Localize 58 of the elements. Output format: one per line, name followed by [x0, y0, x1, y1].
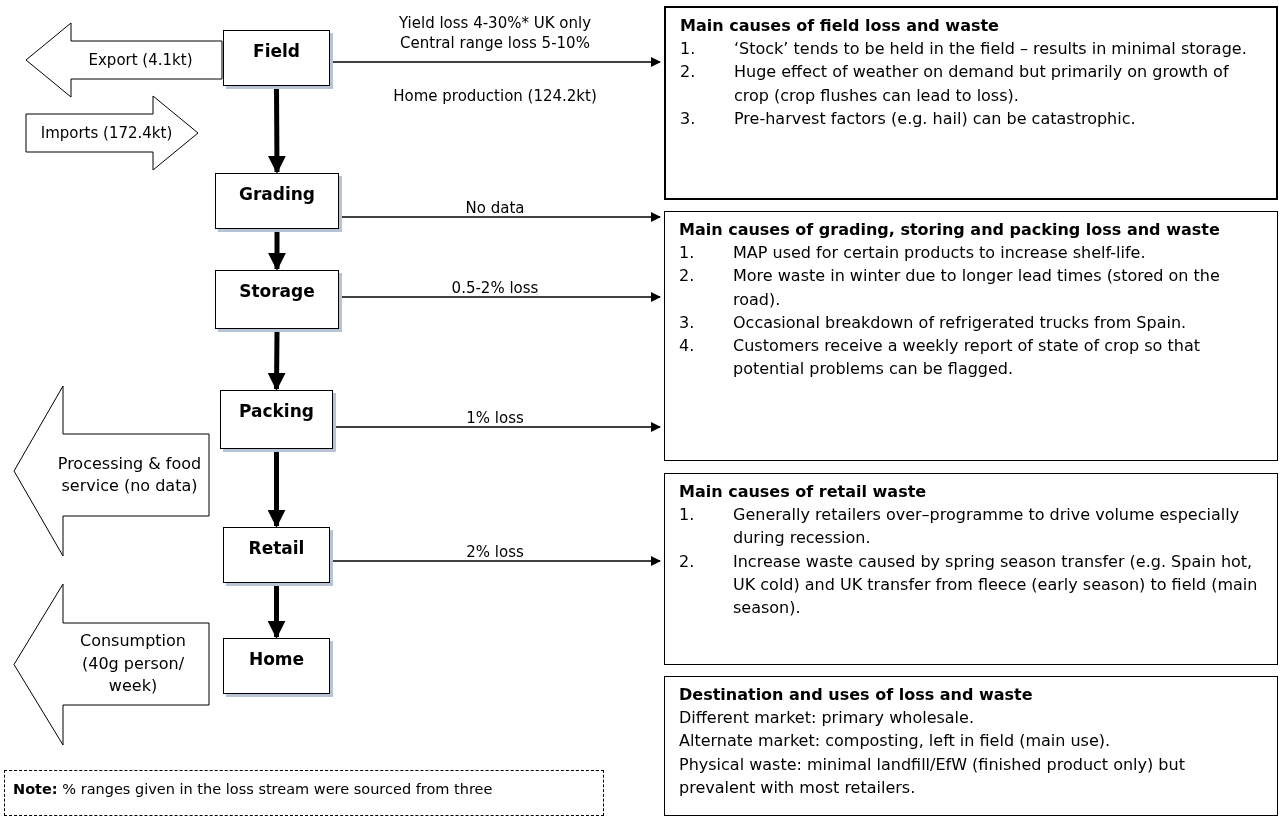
arrow: [331, 556, 661, 566]
step-label: Storage: [239, 280, 315, 303]
step-label: Home: [248, 648, 305, 671]
info-box: [664, 473, 1278, 665]
process-box: [215, 173, 339, 229]
block-arrow: [25, 22, 223, 98]
production-label: Home production (124.2kt): [393, 86, 597, 107]
box-heading: Destination and uses of loss and waste: [679, 684, 1034, 706]
list-item: 1. ‘Stock’ tends to be held in the field – results in minimal storage.: [680, 38, 1248, 61]
info-box: [664, 211, 1278, 461]
process-box: [215, 270, 339, 329]
body-text: Different market: primary wholesale.: [679, 707, 975, 730]
process-box: [220, 390, 333, 449]
body-text: Alternate market: composting, left in field (main use).: [679, 730, 1112, 753]
box-heading: Main causes of field loss and waste: [680, 15, 1000, 37]
list-item: 2. More waste in winter due to longer lead times (stored on the road).: [679, 265, 1221, 311]
process-box: [223, 638, 330, 694]
info-box: [664, 676, 1278, 816]
note-text: Note: % ranges given in the loss stream were sourced from three: [13, 781, 493, 797]
arrow: [340, 292, 661, 302]
list-item: 3. Occasional breakdown of refrigerated trucks from Spain.: [679, 311, 1188, 334]
arrow: [331, 57, 661, 67]
arrow: [267, 331, 286, 391]
block-arrow: [25, 95, 199, 171]
list-item: 1. MAP used for certain products to increase shelf-life.: [679, 242, 1147, 265]
body-text: Physical waste: minimal landfill/EfW (finished product only) but prevalent with most retailers.: [679, 753, 1186, 799]
arrow: [268, 231, 286, 271]
step-label: Retail: [248, 537, 305, 560]
note-box: [4, 770, 604, 816]
edge-label: Yield loss 4-30%* UK only Central range loss 5-10%: [397, 14, 593, 53]
process-box: [223, 30, 330, 86]
arrow: [267, 585, 286, 639]
edge-label: No data: [465, 199, 525, 219]
list-item: 4. Customers receive a weekly report of state of crop so that potential problems can be flagged.: [679, 334, 1201, 381]
list-item: 1. Generally retailers over–programme to drive volume especially during recession.: [679, 504, 1241, 550]
process-box: [223, 527, 330, 583]
block-arrow: [13, 385, 210, 557]
arrow: [267, 451, 286, 528]
step-label: Field: [253, 40, 300, 63]
step-label: Packing: [239, 400, 314, 423]
list-item: 2. Increase waste caused by spring season transfer (e.g. Spain hot, UK cold) and UK transfer from fleece (early season) to field (main season).: [679, 550, 1259, 619]
block-arrow: [13, 583, 210, 746]
edge-label: 2% loss: [466, 543, 524, 563]
arrow: [334, 422, 661, 432]
list-item: 3. Pre-harvest factors (e.g. hail) can be catastrophic.: [680, 107, 1137, 130]
box-heading: Main causes of grading, storing and packing loss and waste: [679, 219, 1221, 241]
arrow-text: Processing & food service (no data): [56, 452, 203, 497]
edge-label: Imports (172.4kt): [40, 122, 173, 144]
step-label: Grading: [238, 183, 316, 206]
list-item: 2. Huge effect of weather on demand but primarily on growth of crop (crop flushes can lead to loss).: [680, 61, 1230, 107]
edge-label: 1% loss: [466, 409, 524, 429]
arrow-text: Consumption (40g person/ week): [79, 630, 187, 698]
box-heading: Main causes of retail waste: [679, 481, 928, 503]
arrow: [340, 212, 661, 222]
info-box: [664, 6, 1278, 200]
arrow: [267, 88, 286, 174]
edge-label: Export (4.1kt): [88, 49, 193, 71]
edge-label: 0.5-2% loss: [451, 279, 539, 299]
